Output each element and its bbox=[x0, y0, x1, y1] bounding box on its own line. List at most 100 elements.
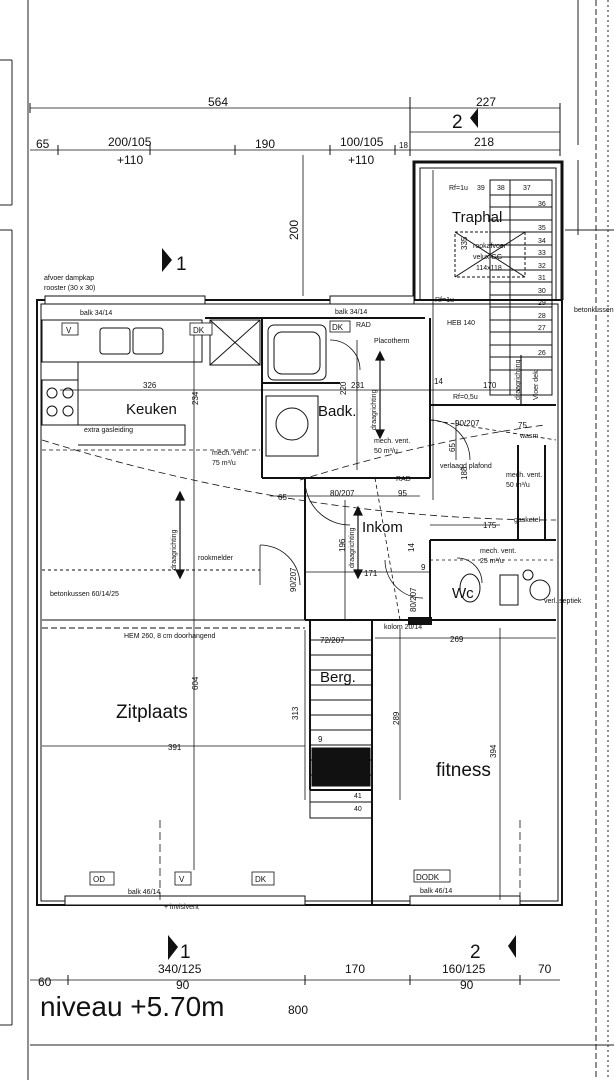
note-mech-vent-4: mech. vent. bbox=[480, 548, 516, 555]
note-balk-46-2: balk 46/14 bbox=[420, 888, 452, 895]
dim-391: 391 bbox=[168, 743, 182, 752]
tag-dk-3: DK bbox=[255, 875, 267, 884]
dim-231: 231 bbox=[351, 381, 365, 390]
note-mech-vent-3-rate: 50 m³/u bbox=[506, 482, 530, 489]
note-placotherm: Placotherm bbox=[374, 338, 410, 345]
stair-26: 26 bbox=[538, 350, 546, 357]
note-draagrichting-3: draagrichting bbox=[349, 527, 356, 568]
stair-31: 31 bbox=[538, 275, 546, 282]
section-1-top: 1 bbox=[176, 254, 187, 275]
tag-dk-1: DK bbox=[193, 326, 205, 335]
note-mech-vent-4-rate: 25 m³/u bbox=[480, 558, 504, 565]
dim-175: 175 bbox=[483, 521, 497, 530]
dim-14-b: 14 bbox=[407, 543, 416, 552]
dim-90-207-a: 90/207 bbox=[455, 419, 480, 428]
dim-218: 218 bbox=[474, 135, 494, 149]
dim-604: 604 bbox=[191, 676, 200, 690]
tag-v-2: V bbox=[179, 875, 185, 884]
note-mech-vent-1: mech. vent. bbox=[212, 450, 248, 457]
note-kolom: kolom 20/14 bbox=[384, 624, 422, 631]
stair-39: 39 bbox=[477, 185, 485, 192]
note-wasm: wasm bbox=[519, 433, 538, 440]
dim-170-a: 170 bbox=[483, 381, 497, 390]
note-mech-vent-1-rate: 75 m³/u bbox=[212, 460, 236, 467]
kitchen-fixtures bbox=[41, 319, 261, 446]
dim-200-vertical: 200 bbox=[287, 220, 301, 240]
section-2-top: 2 bbox=[452, 112, 463, 133]
tag-od: OD bbox=[93, 875, 105, 884]
stair-36: 36 bbox=[538, 201, 546, 208]
dim-75: 75 bbox=[518, 421, 527, 430]
dim-110-b: +110 bbox=[348, 153, 374, 167]
dim-313: 313 bbox=[291, 706, 300, 720]
stair-30: 30 bbox=[538, 288, 546, 295]
stair-37: 37 bbox=[523, 185, 531, 192]
note-verl-septiek: verl. septiek bbox=[544, 598, 582, 605]
note-gasketel: gasketel bbox=[514, 517, 541, 524]
stair-33: 33 bbox=[538, 250, 546, 257]
dim-227: 227 bbox=[476, 95, 496, 109]
room-keuken: Keuken bbox=[126, 401, 177, 418]
dim-60: 60 bbox=[38, 975, 52, 989]
note-rookmelder: rookmelder bbox=[198, 555, 234, 562]
stair-34: 34 bbox=[538, 238, 546, 245]
dim-170-b: 170 bbox=[345, 962, 365, 976]
dim-9-a: 9 bbox=[421, 563, 426, 572]
note-mech-vent-3: mech. vent. bbox=[506, 472, 542, 479]
tag-dodk: DODK bbox=[416, 873, 440, 882]
room-inkom: Inkom bbox=[362, 519, 403, 536]
dim-800: 800 bbox=[288, 1003, 308, 1017]
dim-95: 95 bbox=[398, 489, 407, 498]
note-betonkussen-2: betonkussen bbox=[574, 307, 614, 314]
note-mech-vent-2-rate: 50 m³/u bbox=[374, 448, 398, 455]
note-rookafvoer: rookafvoer bbox=[473, 243, 507, 250]
inner-stairs bbox=[309, 639, 373, 819]
note-draagrichting-2: draagrichting bbox=[371, 389, 378, 430]
room-wc: Wc bbox=[452, 585, 474, 602]
tag-v-1: V bbox=[66, 326, 72, 335]
note-vloer-dek: Vloer dek bbox=[533, 370, 540, 400]
note-balk-46-1: balk 46/14 bbox=[128, 889, 160, 896]
note-rooster: rooster (30 x 30) bbox=[44, 285, 95, 292]
note-draagrichting-1: draagrichting bbox=[171, 529, 178, 570]
note-balk-1: balk 34/14 bbox=[80, 310, 112, 317]
dim-80-207-b: 80/207 bbox=[409, 587, 418, 612]
dim-110-a: +110 bbox=[117, 153, 143, 167]
bathroom-fixtures bbox=[265, 324, 327, 457]
dim-65-b: 65 bbox=[278, 493, 287, 502]
dim-9-b: 9 bbox=[318, 735, 323, 744]
stair-28: 28 bbox=[538, 313, 546, 320]
room-berg: Berg. bbox=[320, 669, 356, 686]
dim-269: 269 bbox=[450, 635, 464, 644]
dim-564: 564 bbox=[208, 95, 228, 109]
dim-90-a: 90 bbox=[176, 978, 190, 992]
note-draagrichting-4: draagrichting bbox=[515, 359, 522, 400]
section-1-bottom: 1 bbox=[180, 942, 191, 963]
note-mech-vent-2: mech. vent. bbox=[374, 438, 410, 445]
dim-14-a: 14 bbox=[434, 377, 443, 386]
dim-200-105: 200/105 bbox=[108, 135, 152, 149]
dim-394: 394 bbox=[489, 744, 498, 758]
dim-340-125: 340/125 bbox=[158, 962, 202, 976]
note-betonkussen-1: betonkussen 60/14/25 bbox=[50, 591, 119, 598]
note-rf-1u-b: Rf=1u bbox=[435, 297, 454, 304]
dim-326: 326 bbox=[143, 381, 157, 390]
dim-65: 65 bbox=[36, 137, 50, 151]
dim-190: 190 bbox=[255, 137, 275, 151]
dim-70: 70 bbox=[538, 962, 552, 976]
note-hem-260: HEM 260, 8 cm doorhangend bbox=[124, 633, 216, 640]
dimension-lines bbox=[30, 107, 560, 981]
section-markers bbox=[162, 108, 516, 960]
stair-32: 32 bbox=[538, 263, 546, 270]
note-heb-140: HEB 140 bbox=[447, 320, 475, 327]
level-title: niveau +5.70m bbox=[40, 991, 224, 1022]
dim-100-105: 100/105 bbox=[340, 135, 384, 149]
dim-335: 335 bbox=[460, 236, 469, 250]
dim-171: 171 bbox=[364, 569, 378, 578]
room-badk: Badk. bbox=[318, 403, 356, 420]
note-rf-05u: Rf=0,5u bbox=[453, 394, 478, 401]
stair-41: 41 bbox=[354, 793, 362, 800]
wc-fixtures bbox=[459, 569, 551, 606]
